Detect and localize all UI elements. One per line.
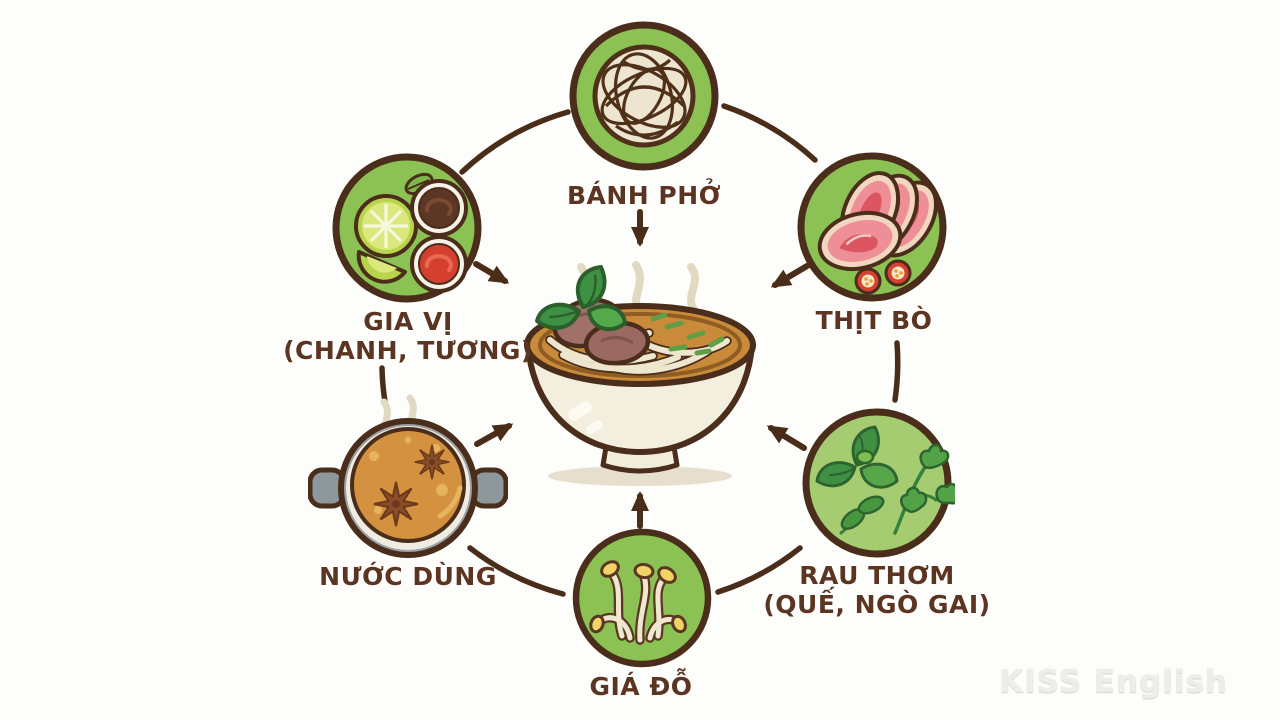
arrow-herbs-to-bowl — [766, 425, 807, 451]
ingredient-arrows — [473, 209, 810, 529]
scallions-in-bowl — [650, 312, 725, 356]
sublabel-rau-thom: (QUẾ, NGÒ GAI) — [763, 590, 991, 619]
label-rau-thom: RAU THƠM — [799, 561, 955, 590]
label-gia-do: GIÁ ĐỖ — [589, 672, 693, 701]
basil-leaves-icon — [815, 425, 899, 489]
pho-bowl-icon — [524, 261, 756, 486]
cilantro-sprig-icon — [893, 443, 955, 535]
bowl-shadow — [548, 466, 732, 486]
arrow-broth-to-bowl — [474, 423, 514, 447]
label-gia-vi: GIA VỊ — [363, 307, 453, 336]
hoisin-sauce-dish-icon — [410, 179, 468, 237]
basil-in-bowl — [535, 265, 627, 332]
sprout-icon — [589, 560, 687, 645]
leaf-icon — [404, 172, 434, 196]
lime-wheel-icon — [354, 194, 418, 258]
rice-noodles-icon — [569, 21, 719, 171]
sublabel-gia-vi: (CHANH, TƯƠNG) — [283, 336, 533, 365]
arrow-condiments-to-bowl — [473, 261, 510, 284]
broth-pot-icon — [308, 394, 508, 558]
condiments-lime-sauces-icon — [332, 153, 482, 303]
herb-sprig-icon — [839, 495, 885, 535]
star-anise-icon — [373, 444, 450, 527]
beef-slice-icon — [817, 171, 938, 272]
arrow-beef-to-bowl — [770, 263, 810, 288]
label-thit-bo: THỊT BÒ — [815, 306, 933, 335]
fresh-herbs-icon — [802, 408, 955, 558]
raw-beef-slices-icon — [797, 152, 947, 302]
watermark: KISS English — [999, 664, 1228, 700]
lime-wedge-icon — [356, 250, 407, 284]
chili-slice-icon — [854, 259, 912, 295]
bowl-highlight — [568, 401, 603, 435]
bean-sprouts-icon — [572, 528, 712, 668]
label-nuoc-dung: NƯỚC DÙNG — [319, 562, 497, 591]
sriracha-sauce-dish-icon — [410, 235, 468, 293]
label-banh-pho: BÁNH PHỞ — [566, 181, 722, 210]
